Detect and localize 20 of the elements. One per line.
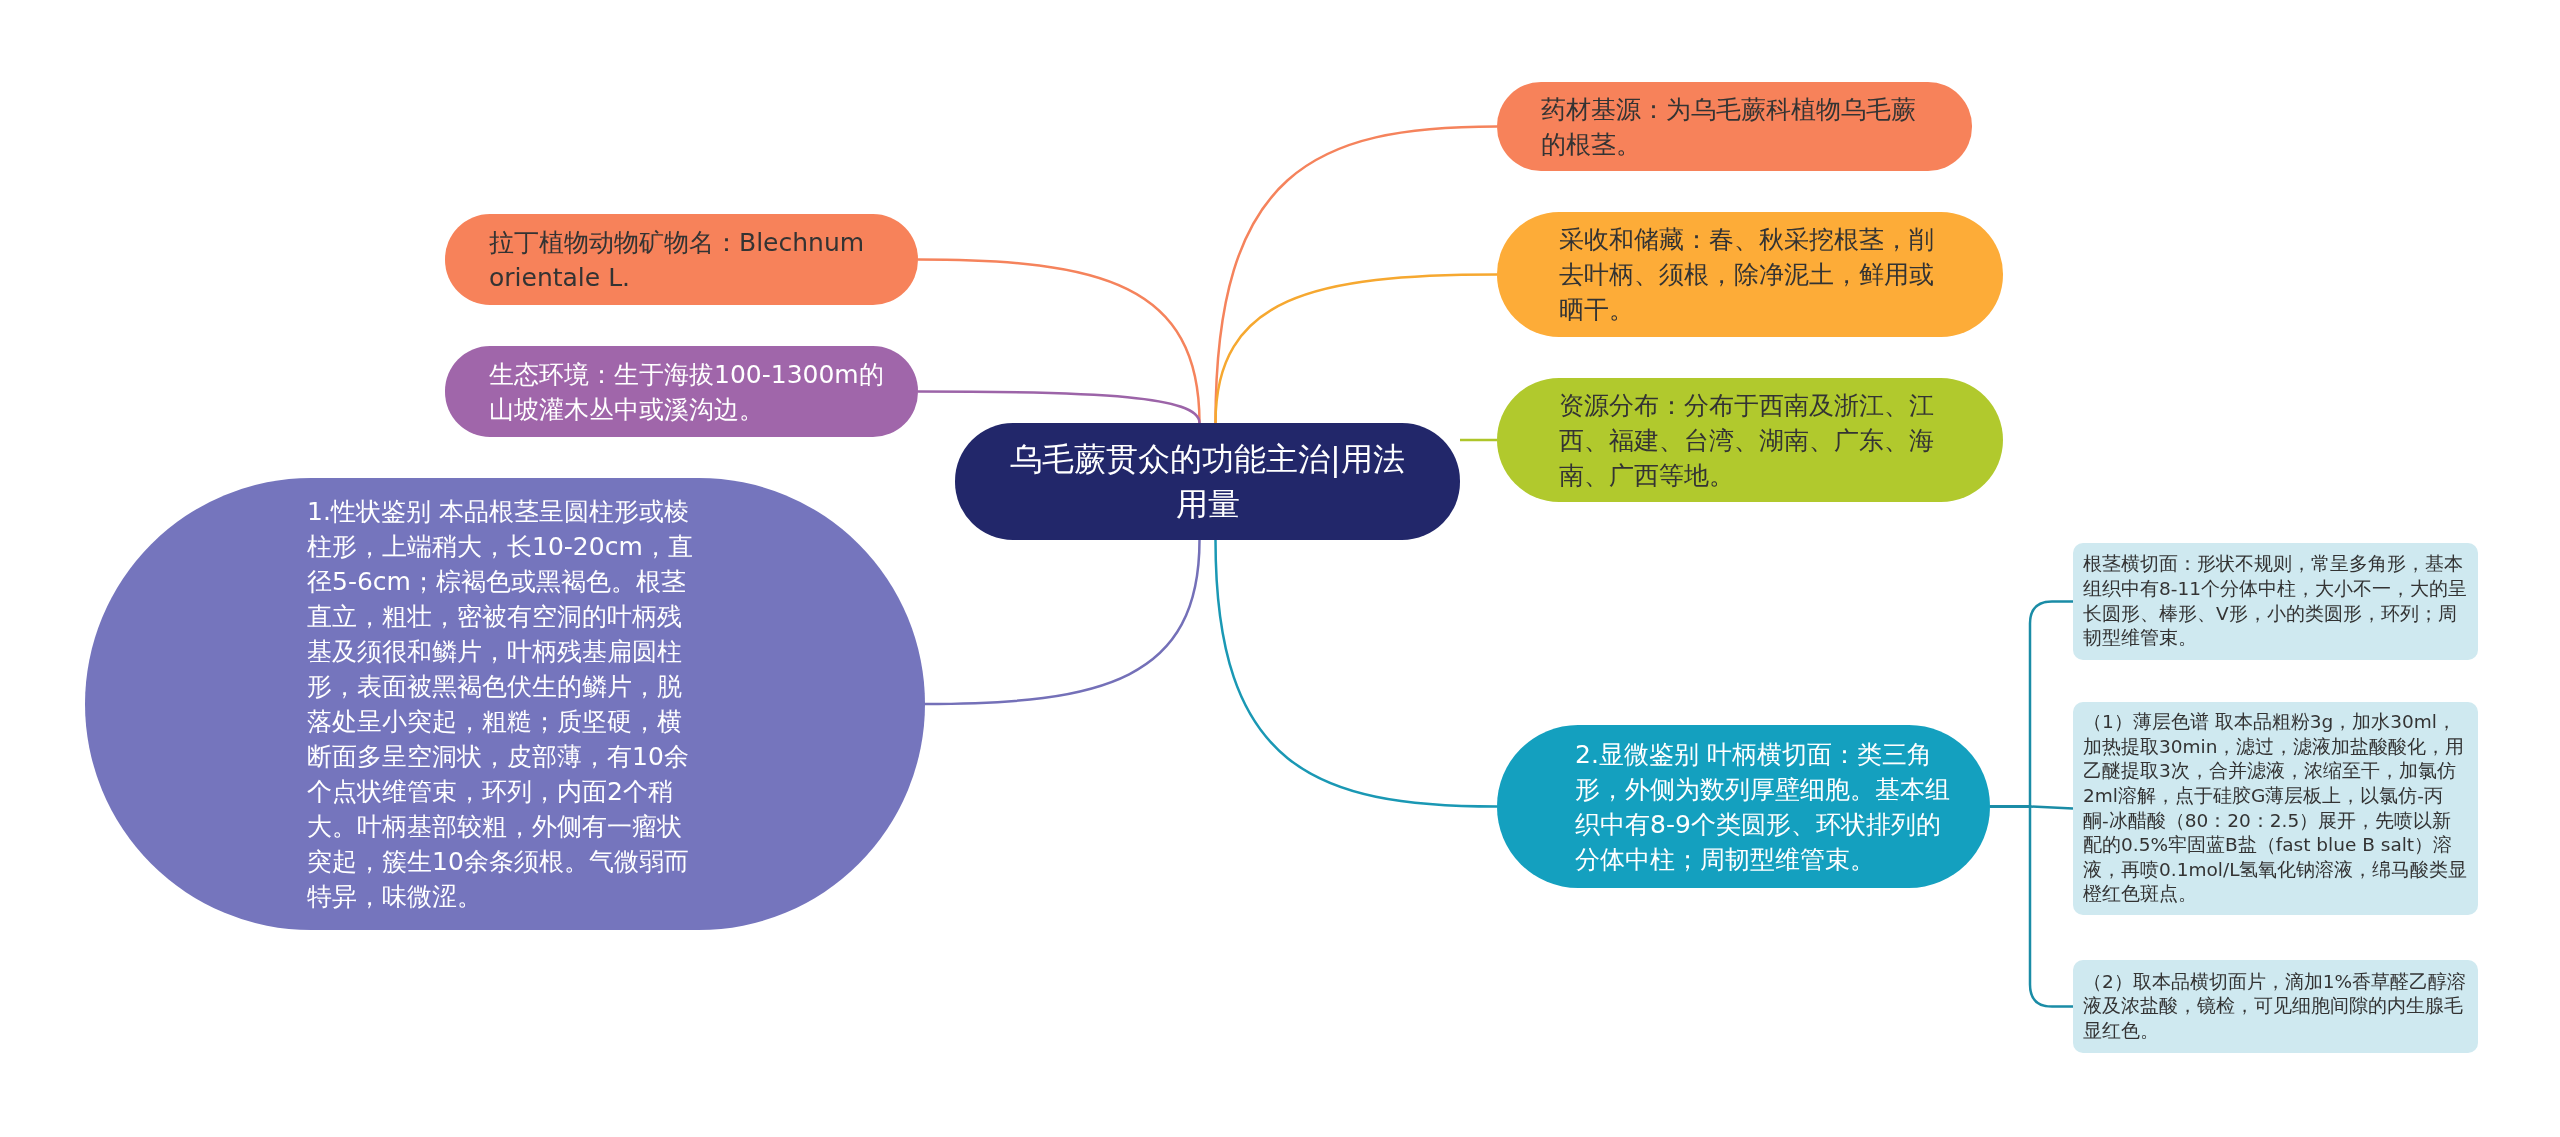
connector-line [1990,805,2073,1008]
node-text: 药材基源：为乌毛蕨科植物乌毛蕨的根茎。 [1541,93,1917,161]
topic-pill [2073,543,2478,660]
node-text: 资源分布：分布于西南及浙江、江西、福建、台湾、湖南、广东、海南、广西等地。 [1559,389,1935,492]
node-text: 生态环境：生于海拔100-1300m的山坡灌木丛中或溪沟边。 [489,358,885,426]
connector-line [1214,539,1498,808]
connector-line [918,390,1201,424]
connector-line [918,258,1201,424]
node-text: 采收和储藏：春、秋采挖根茎，削去叶柄、须根，除净泥土，鲜用或晒干。 [1559,224,1935,326]
connector-line [1460,438,1497,442]
connector-line [1214,273,1497,424]
node-text: 1.性状鉴别 本品根茎呈圆柱形或棱柱形，上端稍大，长10-20cm，直径5-6cm；棕褐色或黑褐色。根茎直立，粗壮，密被有空洞的叶柄残基及须很和鳞片，叶柄残基扁圆柱形，表面被黑褐色伏生的鳞片，脱落处呈小突起，粗糙；质坚硬，横断面多呈空洞状，皮部薄，有10余个点状维管束，环列，内面2个稍大。叶柄基部较粗，外侧有一瘤状突起，簇生10余条须根。气微弱而特异，味微涩。 [307,496,694,913]
node-text: （2）取本品横切面片，滴加1%香草醛乙醇溶液及浓盐酸，镜检，可见细胞间隙的内生腺毛显红色。 [2083,969,2468,1043]
node-text: 根茎横切面：形状不规则，常呈多角形，基本组织中有8-11个分体中柱，大小不一，大的呈长圆形、棒形、V形，小的类圆形，环列；周韧型维管束。 [2083,552,2468,651]
node-text: （1）薄层色谱 取本品粗粉3g，加水30ml，加热提取30min，滤过，滤液加盐酸酸化，用乙醚提取3次，合并滤液，浓缩至干，加氯仿2ml溶解，点于硅胶G薄层板上，以氯仿-丙酮-冰醋酸（80：20：2.5）展开，先喷以新配的0.5%牢固蓝B盐（fast blue B salt）溶液，再喷0.1mol/L氢氧化钠溶液，绵马酸类显橙红色斑点。 [2083,710,2468,907]
topic-pill [2073,960,2478,1053]
node-text: 乌毛蕨贯众的功能主治|用法用量 [1009,438,1406,525]
connector-line [925,539,1201,706]
node-text: 拉丁植物动物矿物名：Blechnum orientale L. [489,226,866,294]
node-text: 2.显微鉴别 叶柄横切面：类三角形，外侧为数列厚壁细胞。基本组织中有8-9个类圆形、环状排列的分体中柱；周韧型维管束。 [1575,738,1951,876]
